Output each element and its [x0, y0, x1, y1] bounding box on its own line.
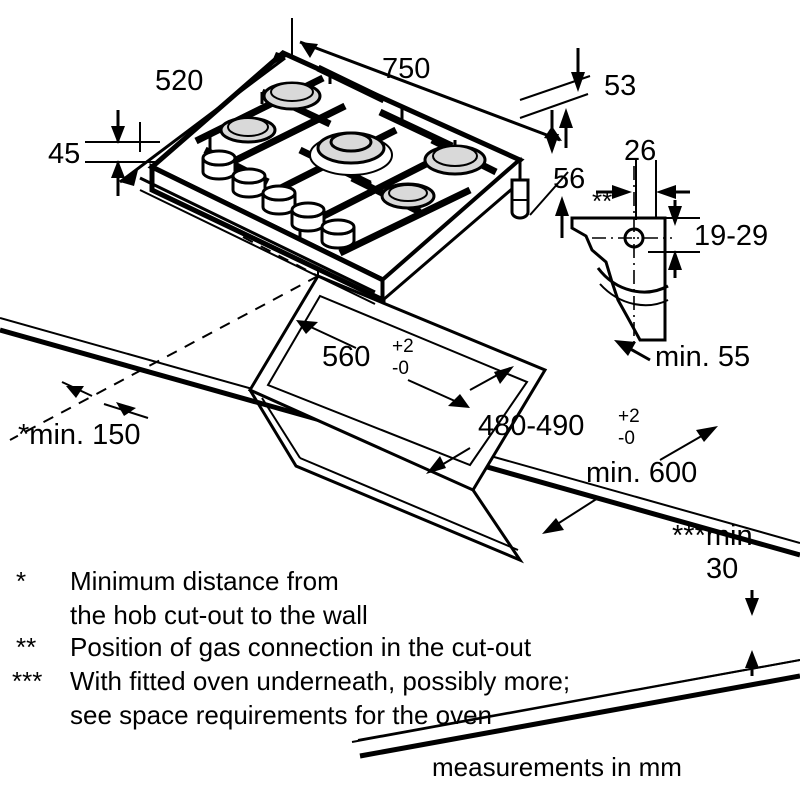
control-knob-4[interactable]	[290, 201, 326, 233]
cutout-apron-edge	[261, 397, 301, 459]
dim-min600-arrow-up	[696, 426, 718, 442]
dim-53-arrow-down	[571, 72, 585, 92]
dim-750-arrow-start	[300, 42, 318, 58]
dimension-45: 45	[48, 110, 160, 196]
dim-45-arrow-up	[111, 160, 125, 178]
dim-480-label: 480-490	[478, 410, 584, 442]
dimension-min-30: ***min. 30	[672, 520, 761, 676]
dim-560-tol-upper: +2	[392, 336, 414, 357]
dim-min30-arrow-down	[745, 598, 759, 616]
dim-min150-arrow-2	[116, 402, 136, 416]
dim-min30-label-line2: 30	[706, 553, 738, 585]
dim-min150-label: *min. 150	[18, 419, 141, 451]
dimension-min-600: min. 600	[542, 426, 718, 534]
dimension-min-55: min. 55	[614, 340, 750, 373]
dim-560-arrow-right	[448, 394, 470, 408]
burner-front-left	[219, 116, 277, 144]
burner-center-wok	[309, 131, 393, 176]
dim-min30-arrow-up	[745, 650, 759, 668]
dim-53-label: 53	[604, 70, 636, 102]
gas-connection-stub	[510, 178, 530, 220]
footnotes-block: * Minimum distance from the hob cut-out …	[12, 566, 682, 782]
dim-520-arrow-start	[120, 170, 138, 186]
burner-front-right	[380, 182, 436, 210]
dim-480-arrow-down	[426, 456, 446, 474]
dim-480-arrow-up	[494, 366, 514, 384]
dim-56-label: 56	[553, 163, 585, 195]
dim-min55-arrow	[614, 340, 636, 356]
footnote-1-line-1: Minimum distance from	[70, 566, 339, 596]
dim-min600-label: min. 600	[586, 457, 697, 489]
cutout-front-apron	[248, 389, 525, 564]
footnote-1-line-2: the hob cut-out to the wall	[70, 600, 368, 630]
footnote-2-mark: **	[16, 632, 36, 662]
dim-min30-label-line1: ***min.	[672, 520, 761, 552]
dimension-19-29: 19-29	[648, 200, 768, 278]
footnote-3-mark: ***	[12, 666, 42, 696]
projection-line-2	[9, 275, 319, 441]
dimension-53: 53	[519, 48, 636, 148]
dim-56-arrow-down	[545, 134, 559, 154]
dimension-min-150: *min. 150	[18, 381, 149, 451]
cutout-apron-lower	[299, 457, 519, 551]
footnote-3-line-2: see space requirements for the oven	[70, 700, 492, 730]
dim-min150-arrow-1	[66, 386, 84, 398]
dim-56-leader	[529, 171, 569, 216]
dim-480-tol-lower: -0	[618, 428, 635, 449]
dim-26-arrow-left	[656, 185, 676, 199]
worktop-front-thick	[359, 673, 800, 759]
dim-min600-arrow-down	[542, 518, 564, 534]
dim-1929-arrow-down	[668, 206, 682, 226]
burner-rear-right	[423, 144, 487, 176]
dim-560-tol-lower: -0	[392, 358, 409, 379]
units-caption: measurements in mm	[432, 752, 682, 782]
dim-560-label: 560	[322, 341, 370, 373]
dim-750-line	[299, 40, 561, 142]
dim-26-label: 26	[624, 135, 656, 167]
footnote-2-line-1: Position of gas connection in the cut-ou…	[70, 632, 532, 662]
footnote-3-line-1: With fitted oven underneath, possibly mo…	[70, 666, 570, 696]
control-knob-5[interactable]	[320, 218, 356, 250]
dim-53-arrow-up	[559, 108, 573, 128]
dim-53-leader-2	[519, 93, 589, 119]
dim-560-arrow-left	[296, 320, 318, 334]
dim-26-arrow-right	[612, 185, 632, 199]
worktop-front-band	[351, 659, 800, 759]
gas-bracket-curve	[596, 267, 669, 294]
dim-1929-label: 19-29	[694, 220, 768, 252]
control-knob-2[interactable]	[231, 167, 267, 199]
hob-appliance	[139, 50, 530, 305]
dimension-560: 560 +2 -0	[296, 320, 470, 408]
control-knob-1[interactable]	[201, 149, 237, 181]
dim-53-leader	[519, 75, 591, 101]
dim-520-label: 520	[155, 65, 203, 97]
dimension-56: 56	[529, 110, 585, 238]
dim-56-arrow-up	[555, 196, 569, 216]
worktop-front-thin	[351, 659, 800, 743]
dimension-480-490: 480-490 +2 -0	[426, 366, 640, 474]
gas-bracket-body	[570, 216, 667, 342]
gas-connection-detail	[570, 166, 672, 346]
dim-1929-arrow-up	[668, 250, 682, 270]
burner-rear-left	[262, 81, 322, 111]
dim-750-label: 750	[382, 53, 430, 85]
control-knob-3[interactable]	[261, 184, 297, 216]
hob-trim-line-2	[139, 189, 376, 305]
dim-min55-label: min. 55	[655, 341, 750, 373]
footnote-1-mark: *	[16, 566, 26, 596]
dim-520-arrow-end	[270, 52, 288, 66]
dim-480-tol-upper: +2	[618, 406, 640, 427]
dimension-26: 26 **	[592, 135, 690, 220]
dim-45-arrow-down	[111, 126, 125, 144]
gas-connection-marker: **	[592, 186, 612, 216]
dim-45-label: 45	[48, 138, 80, 170]
control-knobs	[201, 149, 356, 250]
hob-trim-line	[139, 176, 376, 294]
